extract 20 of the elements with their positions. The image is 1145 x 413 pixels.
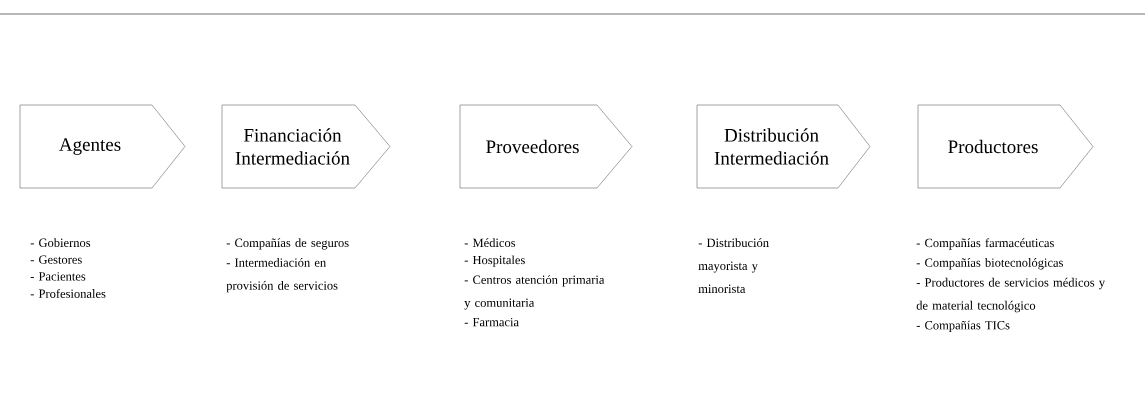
process-chevron: Productores bbox=[917, 104, 1094, 189]
process-chevron: Agentes bbox=[19, 104, 186, 189]
list-item: - Hospitales bbox=[464, 255, 525, 267]
list-item: - Gestores bbox=[30, 255, 82, 264]
list-item: - Gobiernos bbox=[30, 238, 91, 247]
process-chevron: Distribución Intermediación bbox=[696, 104, 871, 189]
process-chevron: Proveedores bbox=[459, 104, 633, 189]
list-item: - Farmacia bbox=[464, 317, 519, 327]
list-item: - Distribución mayorista y minorista bbox=[698, 238, 769, 293]
list-item: - Compañías biotecnológicas bbox=[916, 258, 1063, 270]
list-item: - Compañías TICs bbox=[916, 320, 1010, 332]
list-item: - Productores de servicios médicos y de material tecnológico bbox=[916, 277, 1105, 313]
list-item: - Compañías de seguros bbox=[226, 238, 349, 250]
list-item: - Centros atención primaria y comunitaria bbox=[464, 275, 605, 310]
list-item: - Intermediación en provisión de servicios bbox=[226, 258, 338, 293]
list-item: - Pacientes bbox=[30, 272, 86, 281]
list-item: - Médicos bbox=[464, 238, 516, 247]
list-item: - Compañías farmacéuticas bbox=[916, 238, 1054, 250]
process-chevron: Financiación Intermediación bbox=[221, 104, 391, 189]
list-item: - Profesionales bbox=[30, 289, 106, 298]
